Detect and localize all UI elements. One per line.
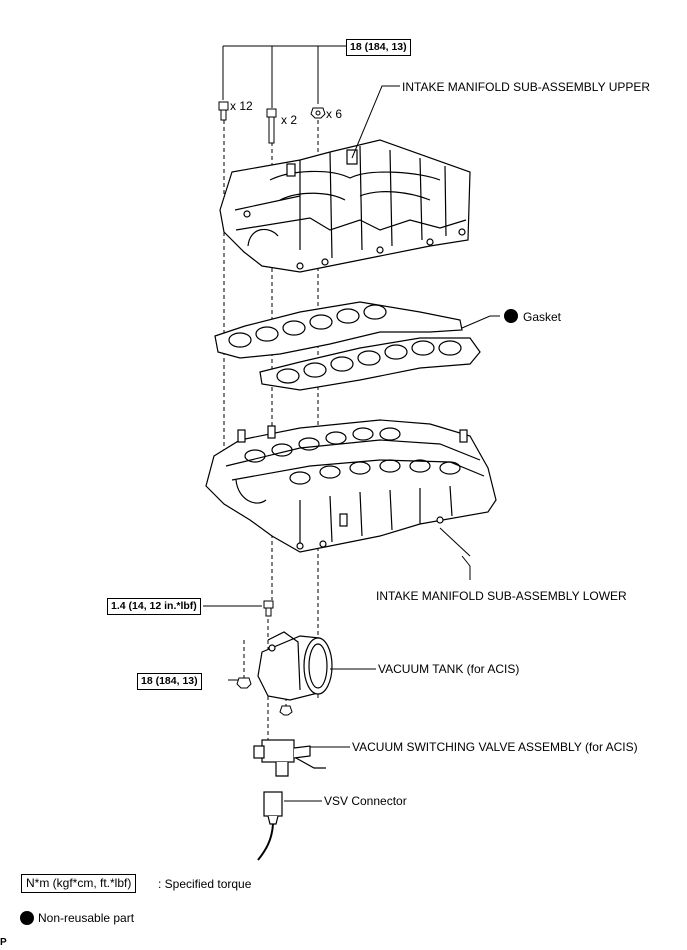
label-intake-manifold-lower: INTAKE MANIFOLD SUB-ASSEMBLY LOWER — [376, 589, 627, 603]
label-vsv-assembly: VACUUM SWITCHING VALVE ASSEMBLY (for ACI… — [352, 740, 638, 754]
label-gasket: Gasket — [523, 310, 562, 324]
non-reusable-marker-icon — [504, 309, 518, 323]
bolt-x2-icon — [266, 108, 277, 144]
qty-bolt-12: x 12 — [230, 99, 253, 113]
torque-spec-vsv-bolt: 1.4 (14, 12 in.*lbf) — [107, 598, 201, 615]
legend-torque-unit: N*m (kgf*cm, ft.*lbf) — [21, 874, 137, 893]
bolt-x12-icon — [218, 101, 229, 121]
gasket-drawing — [214, 301, 481, 391]
intake-manifold-upper-drawing — [219, 139, 471, 273]
legend-non-reusable-icon — [20, 911, 34, 925]
label-vacuum-tank: VACUUM TANK (for ACIS) — [378, 662, 520, 676]
legend-torque-desc: : Specified torque — [158, 877, 252, 891]
label-vsv-connector: VSV Connector — [324, 794, 407, 808]
torque-spec-tank-nut: 18 (184, 13) — [137, 673, 202, 690]
torque-bracket-lines — [222, 45, 346, 108]
vsv-valve-drawing — [253, 739, 326, 777]
vsv-connector-drawing — [257, 791, 283, 861]
vsv-bolt-icon — [263, 600, 274, 617]
qty-bolt-2: x 2 — [281, 113, 298, 127]
tank-nut-icon — [236, 677, 252, 689]
corner-mark: P — [0, 937, 7, 948]
leader-lines — [203, 85, 500, 802]
legend-non-reusable-desc: Non-reusable part — [38, 911, 135, 925]
intake-manifold-lower-drawing — [205, 419, 497, 553]
qty-nut-6: x 6 — [326, 107, 343, 121]
vacuum-tank-drawing — [257, 631, 333, 701]
tank-bottom-nut-icon — [279, 705, 293, 716]
torque-spec-top: 18 (184, 13) — [346, 39, 411, 56]
nut-x6-icon — [310, 107, 326, 119]
label-intake-manifold-upper: INTAKE MANIFOLD SUB-ASSEMBLY UPPER — [402, 80, 651, 94]
